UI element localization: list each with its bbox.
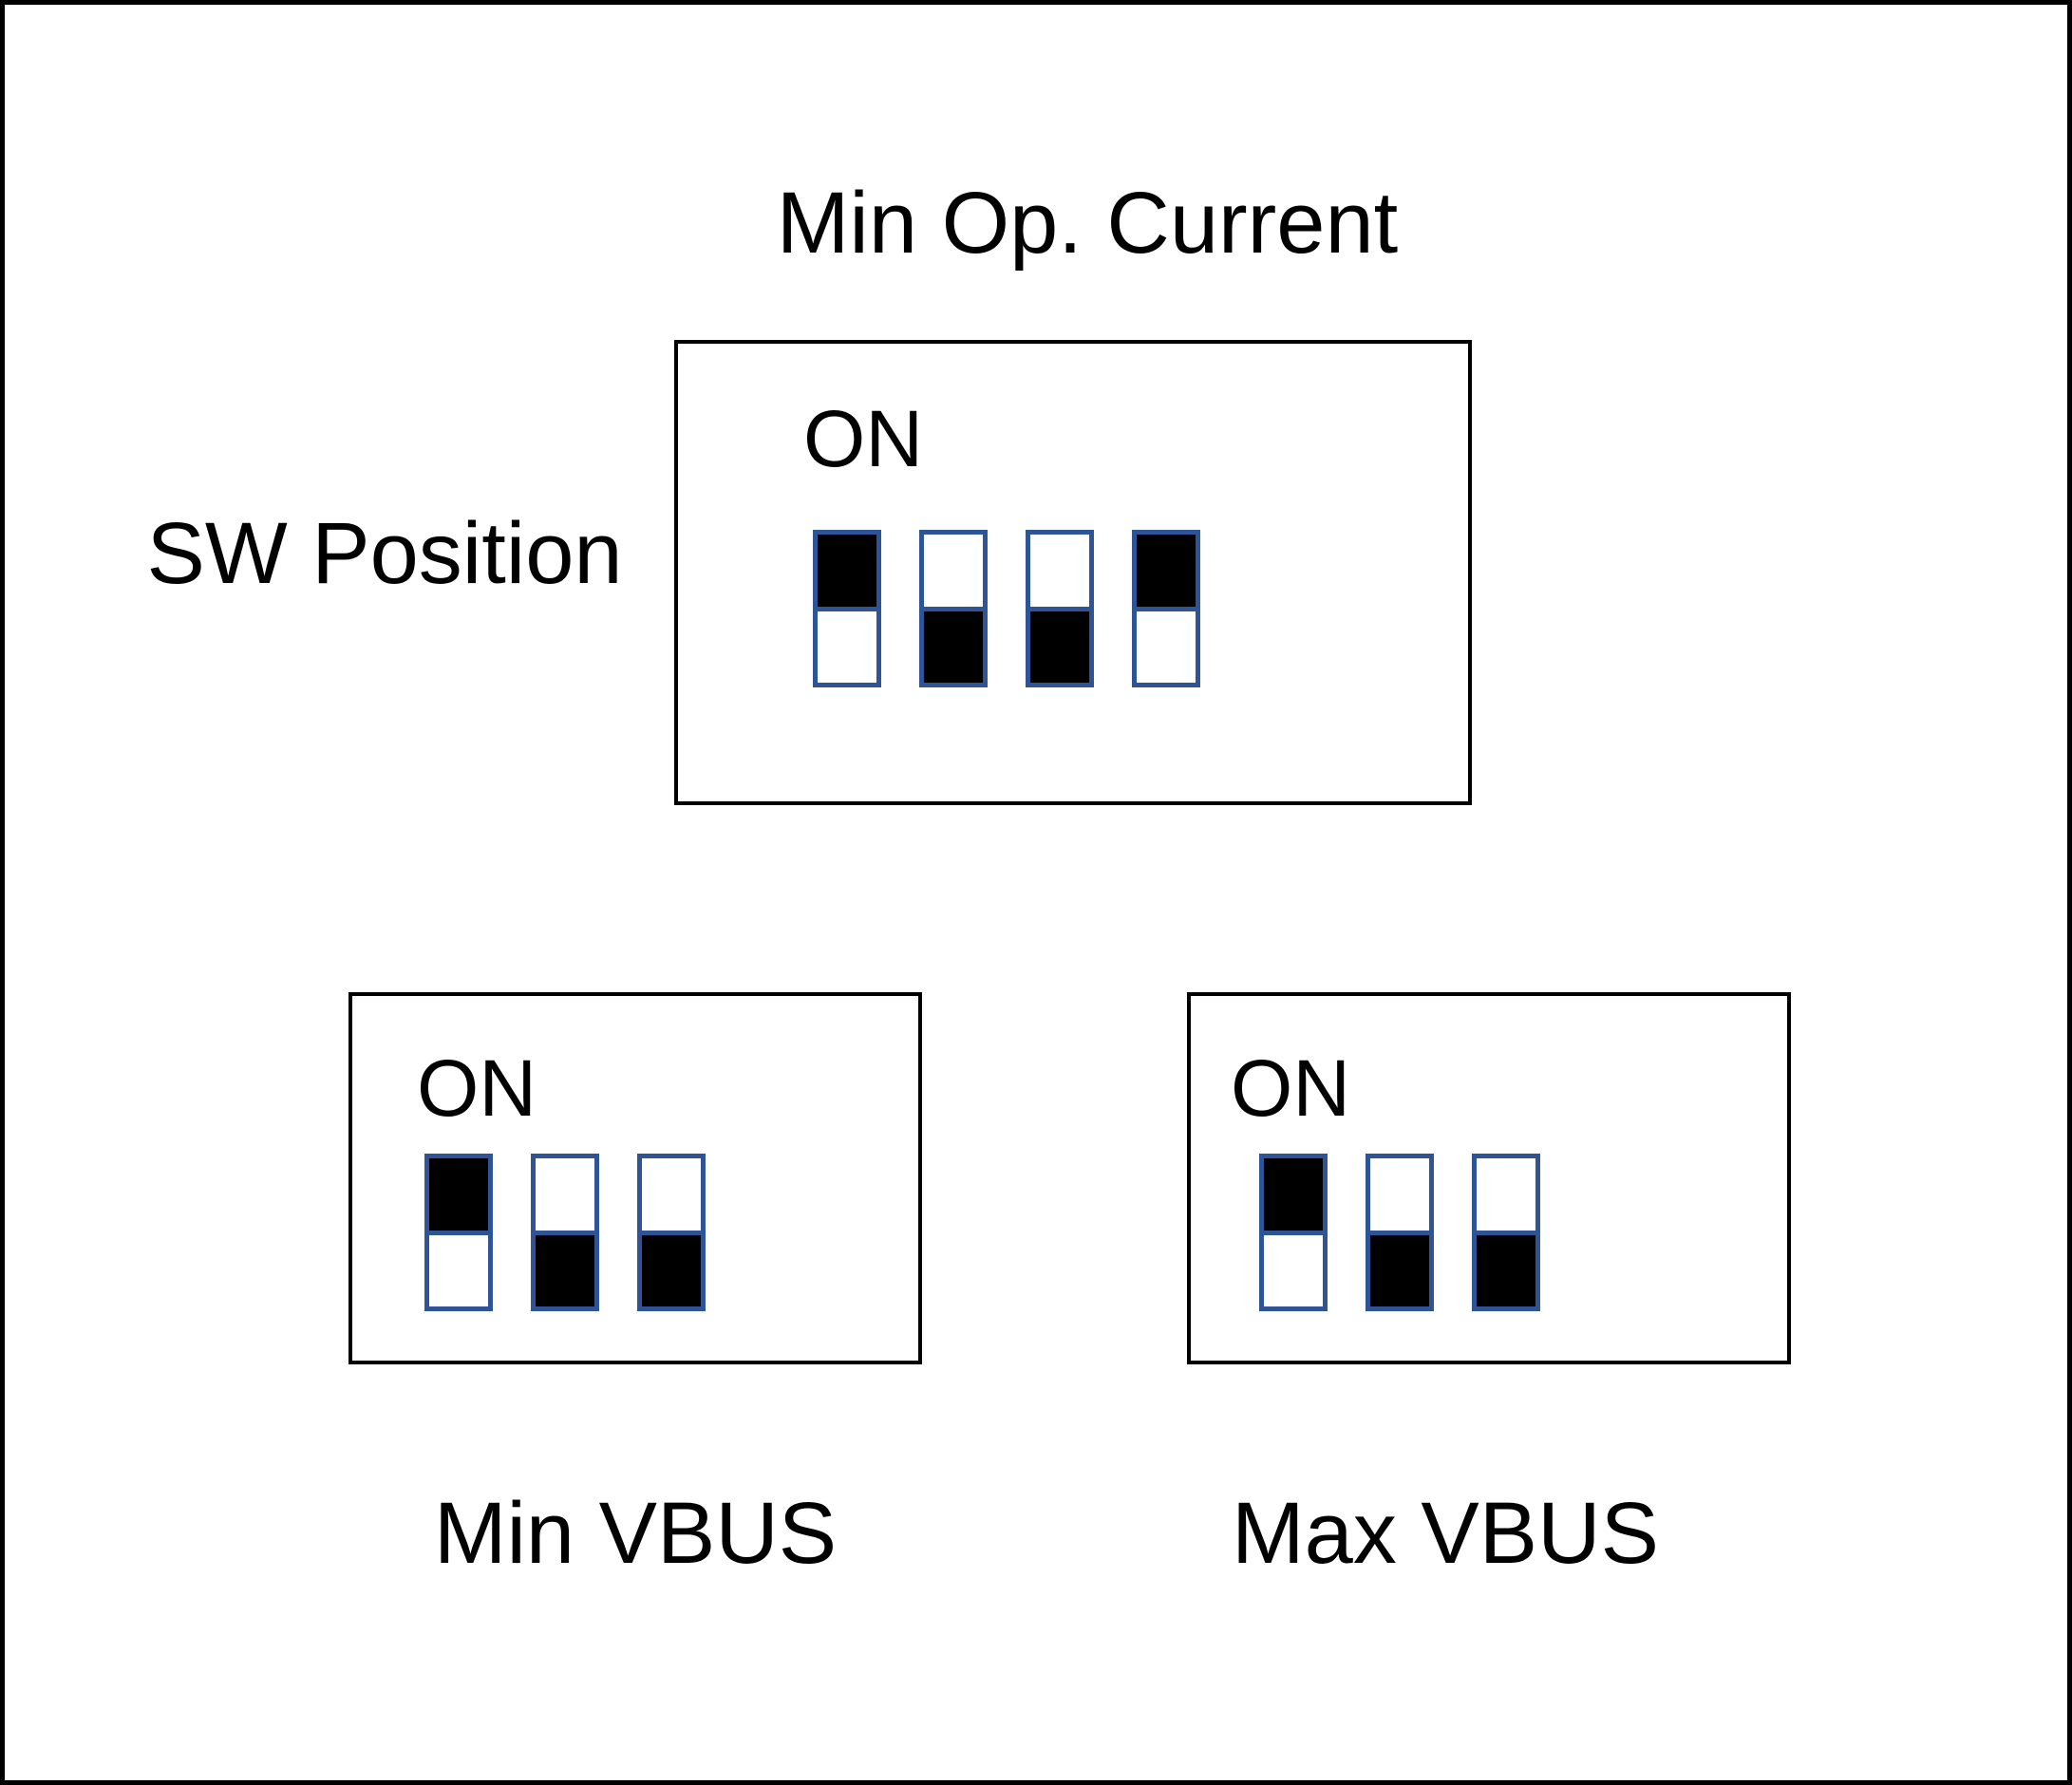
switch-top-half [1137, 535, 1196, 611]
sw-position-label: SW Position [146, 505, 623, 602]
dip-switch-down [531, 1154, 599, 1311]
switch-bottom-half [818, 611, 876, 683]
switch-top-half [536, 1158, 594, 1235]
dip-switch-up [1132, 530, 1200, 687]
dip-switch-up [1259, 1154, 1328, 1311]
switch-bottom-half [536, 1234, 594, 1306]
switch-row-max-vbus [1259, 1154, 1540, 1311]
switch-bottom-half [429, 1234, 488, 1306]
switch-top-half [1264, 1158, 1323, 1235]
panel-max-vbus: ON [1187, 992, 1791, 1364]
dip-switch-down [1472, 1154, 1540, 1311]
panel-min-op-current: ON [674, 340, 1472, 805]
switch-top-half [818, 535, 876, 611]
switch-bottom-half [642, 1234, 701, 1306]
max-vbus-caption: Max VBUS [1232, 1485, 1659, 1582]
switch-top-half [1030, 535, 1089, 611]
min-op-current-title: Min Op. Current [776, 175, 1399, 272]
switch-top-half [924, 535, 983, 611]
switch-row-min-op-current [813, 530, 1200, 687]
on-label: ON [803, 394, 923, 483]
switch-bottom-half [1264, 1234, 1323, 1306]
min-vbus-caption: Min VBUS [433, 1485, 838, 1582]
on-label: ON [1231, 1043, 1350, 1133]
switch-row-min-vbus [424, 1154, 706, 1311]
on-label: ON [417, 1043, 537, 1133]
dip-switch-down [919, 530, 988, 687]
switch-bottom-half [924, 611, 983, 683]
dip-switch-down [637, 1154, 706, 1311]
panel-min-vbus: ON [348, 992, 922, 1364]
dip-switch-up [813, 530, 881, 687]
switch-top-half [1477, 1158, 1535, 1235]
switch-bottom-half [1477, 1234, 1535, 1306]
switch-bottom-half [1137, 611, 1196, 683]
switch-top-half [429, 1158, 488, 1235]
dip-switch-down [1366, 1154, 1434, 1311]
switch-bottom-half [1370, 1234, 1429, 1306]
switch-top-half [642, 1158, 701, 1235]
dip-switch-up [424, 1154, 493, 1311]
dip-switch-down [1026, 530, 1094, 687]
switch-top-half [1370, 1158, 1429, 1235]
switch-bottom-half [1030, 611, 1089, 683]
